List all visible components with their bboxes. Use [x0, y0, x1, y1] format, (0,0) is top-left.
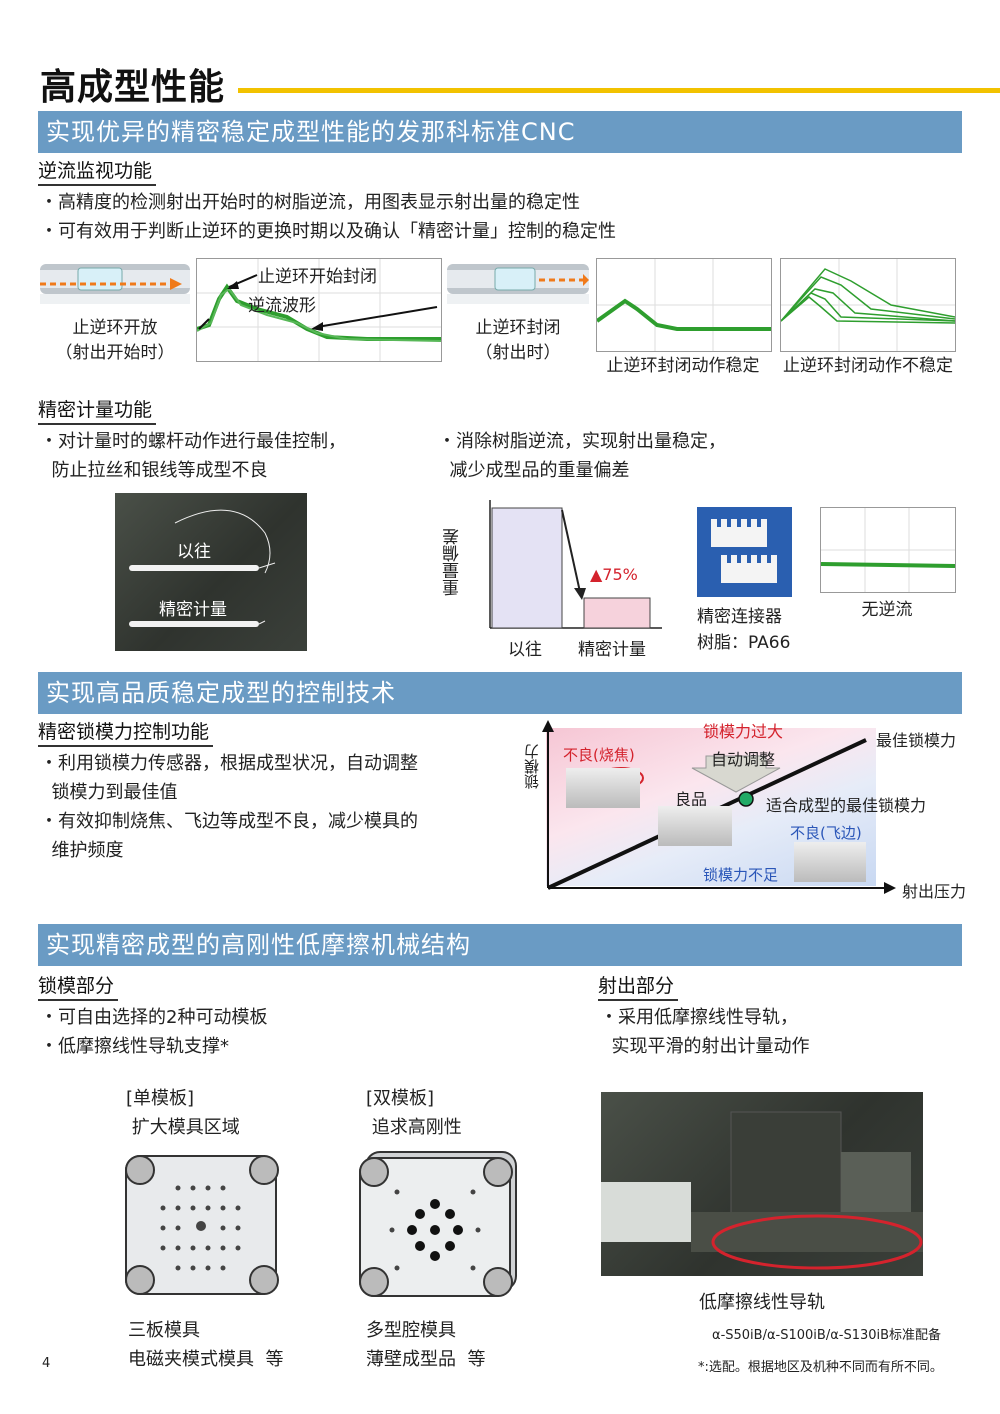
page-title: 高成型性能	[40, 67, 226, 108]
connector-photo	[697, 507, 792, 597]
double-platen-caption: 多型腔模具 薄壁成型品 等	[366, 1320, 486, 1370]
bar-annotation: ▲75%	[590, 565, 638, 584]
label-best-force: 最佳锁模力	[876, 731, 957, 750]
clamp-ylabel: 锁模力	[523, 744, 541, 789]
seal-unstable-caption: 止逆环封闭动作不稳定	[783, 356, 953, 376]
model-note: α-S50iB/α-S100iB/α-S130iB标准配备	[712, 1328, 942, 1343]
backflow-bullet-1: ・高精度的检测射出开始时的树脂逆流，用图表显示射出量的稳定性	[40, 192, 580, 213]
section1-banner: 实现优异的精密稳定成型性能的发那科标准CNC	[38, 111, 962, 153]
label-defect-flash: 不良(飞边)	[790, 824, 862, 842]
clamp-xlabel: 射出压力	[902, 882, 967, 901]
label-force-too-large: 锁模力过大	[703, 722, 784, 741]
seal-stable-chart	[595, 258, 772, 352]
footnote: *:选配。根据地区及机种不同而有所不同。	[698, 1360, 943, 1375]
clamp-unit-heading: 锁模部分	[38, 971, 119, 1001]
metering-bullet-right: ・消除树脂逆流，实现射出量稳定， 减少成型品的重量偏差	[438, 431, 726, 481]
label-seal-start: 止逆环开始封闭	[258, 267, 377, 287]
photo-label-new: 精密计量	[159, 600, 227, 620]
connector-caption: 精密连接器 树脂：PA66	[697, 607, 791, 653]
seal-unstable-chart	[780, 258, 956, 352]
bar-old	[491, 507, 563, 629]
injection-unit-photo	[601, 1092, 923, 1276]
label-optimal-force: 适合成型的最佳锁模力	[766, 796, 927, 815]
bar-new	[583, 597, 651, 629]
backflow-bullet-2: ・可有效用于判断止逆环的更换时期以及确认「精密计量」控制的稳定性	[40, 221, 616, 242]
backflow-waveform-chart	[196, 258, 442, 362]
weight-deviation-bar-chart	[489, 500, 662, 629]
part-image-flash	[794, 842, 866, 882]
single-platen-illustration	[125, 1155, 279, 1295]
double-platen-illustration	[359, 1151, 517, 1297]
title-rule	[238, 88, 1000, 93]
no-backflow-chart	[820, 507, 956, 593]
injection-unit-heading: 射出部分	[598, 971, 679, 1001]
page-number: 4	[42, 1356, 51, 1371]
label-defect-burn: 不良(烧焦)	[563, 746, 635, 764]
backflow-monitor-heading: 逆流监视功能	[38, 156, 157, 186]
metering-bullet-left: ・对计量时的螺杆动作进行最佳控制， 防止拉丝和银线等成型不良	[40, 431, 346, 481]
seal-stable-caption: 止逆环封闭动作稳定	[606, 356, 760, 376]
photo-label-old: 以往	[177, 542, 211, 562]
section3-banner: 实现精密成型的高刚性低摩擦机械结构	[38, 924, 962, 966]
check-ring-open-caption: 止逆环开放 （射出开始时）	[55, 318, 175, 363]
single-platen-heading: [单模板] 扩大模具区域	[126, 1088, 240, 1138]
injection-unit-bullets: ・采用低摩擦线性导轨， 实现平滑的射出计量动作	[600, 1007, 810, 1057]
part-image-burn	[566, 768, 640, 808]
linear-guide-caption: 低摩擦线性导轨	[699, 1292, 825, 1313]
bar-ylabel: 重量偏差	[443, 528, 463, 596]
clamp-force-bullets: ・利用锁模力传感器，根据成型状况，自动调整 锁模力到最佳值 ・有效抑制烧焦、飞边…	[40, 753, 418, 861]
label-good-part: 良品	[675, 790, 708, 809]
check-ring-closed-caption: 止逆环封闭 （射出时）	[475, 318, 561, 363]
precise-metering-heading: 精密计量功能	[38, 395, 157, 425]
double-platen-heading: [双模板] 追求高刚性	[366, 1088, 462, 1138]
label-backflow-wave: 逆流波形	[248, 296, 316, 316]
bar-category-old: 以往	[508, 640, 542, 660]
section2-banner: 实现高品质稳定成型的控制技术	[38, 672, 962, 714]
check-ring-closed-illustration	[447, 264, 589, 304]
bar-category-new: 精密计量	[578, 640, 646, 660]
no-backflow-caption: 无逆流	[861, 600, 913, 620]
single-platen-caption: 三板模具 电磁夹模式模具 等	[128, 1320, 284, 1370]
check-ring-open-illustration	[40, 264, 190, 304]
clamp-force-heading: 精密锁模力控制功能	[38, 717, 214, 747]
label-force-insufficient: 锁模力不足	[703, 866, 779, 884]
metering-comparison-photo: 以往 精密计量	[115, 493, 307, 651]
label-auto-adjust: 自动调整	[711, 750, 776, 769]
clamp-unit-bullets: ・可自由选择的2种可动模板 ・低摩擦线性导轨支撑*	[40, 1007, 268, 1057]
part-image-good	[658, 806, 732, 846]
